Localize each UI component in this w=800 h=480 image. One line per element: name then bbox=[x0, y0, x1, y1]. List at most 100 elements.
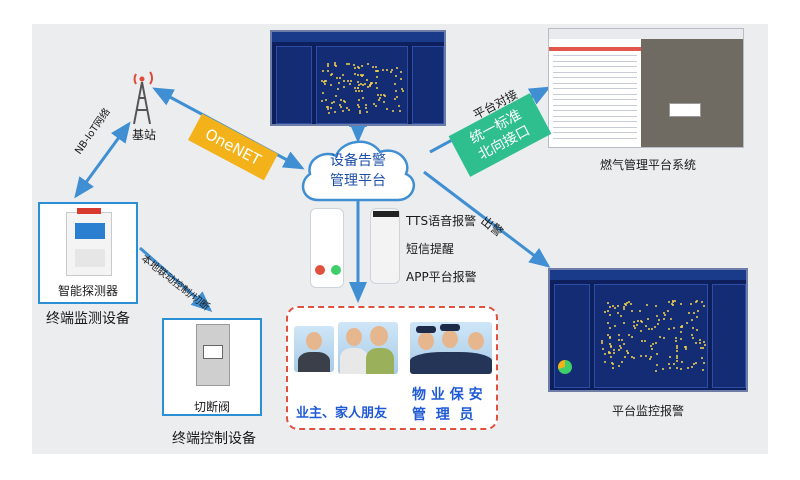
map-dot bbox=[662, 311, 665, 314]
map-dot bbox=[676, 360, 679, 363]
map-dot bbox=[600, 340, 603, 343]
map-dot bbox=[654, 304, 657, 307]
map-dot bbox=[354, 73, 356, 76]
map-dot bbox=[696, 316, 699, 319]
map-dot bbox=[331, 73, 334, 76]
map-dot bbox=[358, 105, 361, 108]
gas-platform-label: 燃气管理平台系统 bbox=[600, 158, 697, 172]
table-row bbox=[553, 99, 637, 100]
map-dot bbox=[691, 366, 694, 369]
map-dot bbox=[357, 98, 360, 101]
phone-call-accept-icon bbox=[331, 265, 341, 275]
map-dot bbox=[632, 357, 635, 360]
map-dot bbox=[353, 87, 356, 90]
map-dot bbox=[326, 63, 329, 66]
map-dot bbox=[681, 361, 684, 364]
map-dot bbox=[356, 80, 359, 83]
map-dot bbox=[654, 341, 657, 344]
map-dot bbox=[603, 361, 606, 364]
map-dot bbox=[609, 314, 612, 317]
map-dot bbox=[686, 321, 689, 324]
map-dot bbox=[347, 79, 350, 82]
map-dot bbox=[675, 346, 678, 349]
map-dot bbox=[374, 81, 377, 84]
map-dot bbox=[609, 356, 612, 359]
map-dot bbox=[601, 341, 604, 344]
table-row bbox=[553, 88, 637, 89]
map-dot bbox=[367, 86, 370, 89]
map-dot bbox=[342, 109, 345, 112]
map-dot bbox=[395, 90, 398, 93]
map-dot bbox=[675, 356, 678, 359]
map-dot bbox=[644, 339, 647, 342]
map-dot bbox=[619, 315, 622, 318]
map-dot bbox=[655, 364, 658, 366]
map-dot bbox=[635, 324, 638, 327]
map-dot bbox=[666, 309, 669, 312]
map-dot bbox=[377, 98, 380, 101]
map-dot bbox=[662, 368, 665, 371]
map-dot bbox=[630, 302, 633, 305]
map-dot bbox=[647, 318, 650, 321]
map-dot bbox=[389, 70, 392, 73]
map-dot bbox=[358, 110, 361, 113]
map-dot bbox=[353, 67, 356, 70]
table-row bbox=[553, 60, 637, 62]
map-dot bbox=[650, 328, 653, 331]
map-dot bbox=[383, 101, 386, 104]
map-dot bbox=[607, 310, 610, 313]
map-dot bbox=[628, 333, 631, 336]
map-dot bbox=[375, 69, 378, 72]
map-dot bbox=[386, 107, 389, 110]
map-dot bbox=[680, 331, 683, 334]
map-dot bbox=[681, 326, 684, 329]
map-dot bbox=[621, 360, 624, 363]
map-dot bbox=[352, 63, 355, 66]
map-dot bbox=[324, 80, 327, 83]
map-dot bbox=[676, 355, 679, 358]
map-dot bbox=[684, 345, 687, 348]
map-dot bbox=[625, 302, 628, 305]
map-dot bbox=[680, 302, 683, 305]
map-dot bbox=[400, 71, 403, 74]
tts-label: TTS语音报警 bbox=[406, 214, 477, 228]
map-dot bbox=[345, 107, 348, 110]
map-dot bbox=[332, 100, 335, 103]
map-dot bbox=[639, 354, 642, 357]
map-dot bbox=[394, 82, 397, 85]
map-dot bbox=[607, 301, 610, 304]
map-dot bbox=[658, 318, 661, 321]
map-dot bbox=[698, 341, 701, 344]
map-dot bbox=[672, 301, 675, 304]
map-dot bbox=[696, 309, 699, 312]
map-dot bbox=[349, 79, 352, 82]
map-dot bbox=[361, 73, 364, 76]
valve-label: 切断阀 bbox=[194, 400, 231, 414]
map-dot bbox=[684, 348, 687, 351]
map-dot bbox=[380, 93, 383, 96]
map-dot bbox=[613, 349, 616, 352]
map-dot bbox=[626, 349, 629, 352]
map-dot bbox=[359, 111, 362, 114]
property-line2: 管 理 员 bbox=[412, 407, 474, 423]
map-dot bbox=[325, 79, 328, 82]
map-dot bbox=[659, 335, 662, 338]
map-dot bbox=[679, 368, 682, 371]
map-dot bbox=[334, 63, 337, 66]
map-dot bbox=[339, 76, 342, 79]
map-dot bbox=[609, 343, 612, 346]
map-dot bbox=[386, 68, 389, 71]
map-dot bbox=[644, 355, 647, 358]
map-dot bbox=[398, 110, 401, 113]
map-dot bbox=[382, 94, 385, 96]
map-dot bbox=[669, 356, 672, 359]
map-dot bbox=[612, 367, 615, 370]
map-dot bbox=[608, 335, 611, 338]
map-dot bbox=[375, 65, 378, 68]
table-row bbox=[553, 55, 637, 56]
map-dot bbox=[330, 84, 333, 87]
map-dot bbox=[701, 347, 704, 350]
map-dot bbox=[701, 300, 704, 303]
map-dot bbox=[655, 315, 658, 318]
map-dot bbox=[622, 306, 625, 309]
